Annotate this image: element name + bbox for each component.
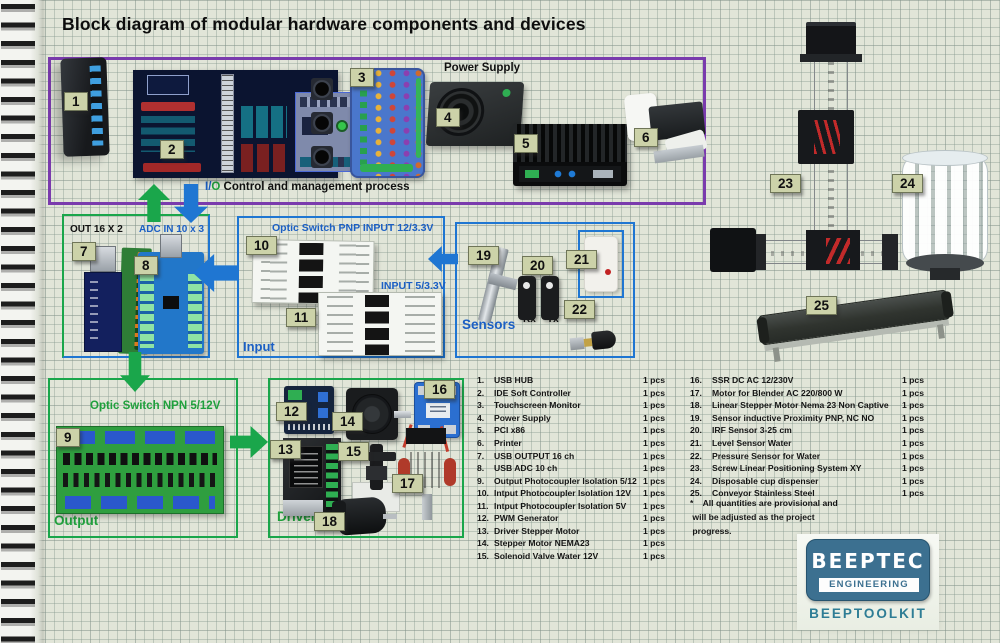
input-box-title: Optic Switch PNP INPUT 12/3.3V: [272, 222, 434, 234]
badge-ide: 2: [160, 140, 184, 159]
stepper-driver-photo: [283, 438, 341, 516]
top-stepper: [806, 22, 856, 56]
badge-level: 21: [566, 250, 598, 269]
badge-usb-hub: 1: [64, 92, 88, 111]
logo-product-name: BEEPTOOLKIT: [809, 606, 927, 621]
legend-row: 18.Linear Stepper Motor Nema 23 Non Capt…: [690, 400, 924, 411]
badge-npn-board: 9: [56, 428, 80, 447]
badge-ssr: 16: [424, 380, 456, 399]
logo-brand-name: BEEPTEC: [811, 549, 925, 573]
quantities-note-line3: progress.: [690, 526, 732, 536]
npn-optocoupler-board-photo: [56, 426, 224, 514]
input-caption: Input: [243, 339, 275, 354]
xy-positioning-system-photo: [710, 22, 898, 274]
io-caption-i: I/: [205, 181, 212, 193]
badge-usb-adc: 8: [134, 256, 158, 275]
io-caption-rest: Control and management process: [220, 181, 410, 193]
io-caption: I/O Control and management process: [205, 181, 410, 193]
printer-photo: [623, 92, 708, 164]
badge-usb-output: 7: [72, 242, 96, 261]
touchscreen-monitor-photo: [350, 68, 425, 178]
badge-printer: 6: [634, 128, 658, 147]
badge-proximity: 19: [468, 246, 500, 265]
pci-x86-photo: [513, 124, 627, 186]
badge-touchscreen: 3: [350, 68, 374, 87]
input-section-box: [237, 216, 445, 358]
sensors-caption: Sensors: [462, 317, 516, 332]
beeptec-logo: BEEPTEC ENGINEERING: [806, 539, 930, 601]
output-caption: Output: [54, 513, 99, 528]
power-supply-label: Power Supply: [444, 62, 521, 74]
adc-label: ADC IN 10 x 3: [139, 224, 205, 235]
quantities-note-line1: * All quantities are provisional and: [690, 498, 838, 508]
badge-cup-dispenser: 24: [892, 174, 924, 193]
irf-sensor-tx-photo: [541, 276, 559, 320]
badge-psu: 4: [436, 108, 460, 127]
badge-xy-system: 23: [770, 174, 802, 193]
badge-linear-motor: 18: [314, 512, 346, 531]
badge-iso12: 10: [246, 236, 278, 255]
nema23-motor-photo: [346, 388, 411, 440]
optocoupler-board-5v-photo: [318, 292, 442, 356]
badge-conveyor: 25: [806, 296, 838, 315]
side-stepper: [710, 228, 756, 272]
badge-solenoid: 15: [338, 442, 370, 461]
conveyor-photo: [756, 277, 959, 370]
badge-pwm: 12: [276, 402, 308, 421]
input5-label: INPUT 5/3.3V: [381, 280, 446, 292]
irf-sensor-rx-photo: [518, 276, 536, 320]
badge-nema23: 14: [332, 412, 364, 431]
cup-dispenser-photo: [902, 150, 988, 280]
io-caption-o: O: [211, 181, 221, 193]
badge-iso5: 11: [286, 308, 317, 327]
spiral-coils: [1, 4, 35, 643]
badge-pressure: 22: [564, 300, 596, 319]
badge-pci: 5: [514, 134, 538, 153]
badge-driver: 13: [270, 440, 302, 459]
pressure-sensor-photo: [569, 328, 617, 357]
sensors-section-box: [455, 222, 635, 358]
carriage: [798, 110, 854, 164]
out-label: OUT 16 X 2: [70, 224, 123, 235]
quantities-note-line2: will be adjusted as the project: [690, 512, 815, 522]
badge-blender: 17: [392, 474, 424, 493]
drivers-section-box: [268, 378, 464, 538]
legend-row: 19.Sensor inductive Proximity PNP, NC NO…: [690, 412, 924, 423]
ide-soft-controller-screen: [133, 70, 425, 178]
logo-subtitle: ENGINEERING: [819, 578, 919, 592]
usb-ports: [89, 65, 104, 146]
badge-irf: 20: [522, 256, 554, 275]
page-title: Block diagram of modular hardware compon…: [62, 14, 586, 34]
npn-box-title: Optic Switch NPN 5/12V: [90, 400, 221, 412]
logo-panel: BEEPTEC ENGINEERING BEEPTOOLKIT: [797, 534, 939, 630]
